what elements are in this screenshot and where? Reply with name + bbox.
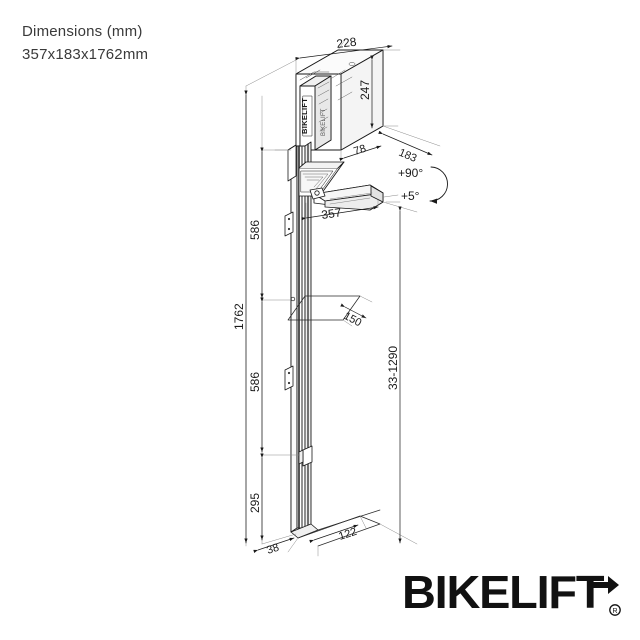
label-150: 150 [342,310,364,329]
dimension-228 [295,44,393,61]
label-33-1290: 33-1290 [386,346,400,390]
rail-bracket-upper [284,211,294,237]
label-247: 247 [358,80,372,100]
label-angle-max: +90° [398,166,423,180]
rail-lock-lower [298,445,313,467]
angle-leader [383,194,399,198]
label-1762: 1762 [232,303,246,330]
dimension-78 [339,145,382,162]
arm-pivot-joint [309,187,326,200]
logo-wordmark: BIKELIFT [402,566,604,617]
bikelift-logo: BIKELIFT R [402,566,628,622]
page-subtitle: 357x183x1762mm [22,46,149,63]
label-38: 38 [265,542,280,557]
label-122: 122 [337,526,358,543]
label-586-lower: 586 [248,372,262,392]
dimension-357 [301,199,379,221]
label-angle-min: +5° [401,189,420,203]
rail-node-upper [290,296,296,302]
label-78: 78 [352,143,367,158]
registered-mark-letter: R [612,608,617,615]
rail-carriage [287,144,297,182]
page-title: Dimensions (mm) [22,23,143,40]
label-357: 357 [320,205,342,222]
lifter-head [299,75,332,151]
registered-mark-circle [609,604,621,616]
rail-bracket-middle [284,365,294,391]
support-arm [313,184,384,211]
label-228: 228 [336,35,358,51]
housing-brand-label: BIKELIFT [300,98,309,134]
label-586-upper: 586 [248,220,262,240]
arrow-icon [588,576,619,594]
header-block: Dimensions (mm) 357x183x1762mm [22,20,322,66]
vertical-rail [290,141,312,533]
dimension-38 [253,537,295,554]
housing-detail-lines [317,69,353,132]
dimension-150 [340,303,367,319]
label-183: 183 [397,147,419,165]
housing-top-detail [299,62,356,81]
angle-arc-arrow [429,166,448,204]
dimension-122 [309,524,359,544]
housing-side-label: BIKELIFT [321,108,327,136]
label-295: 295 [248,493,262,513]
dimension-183 [378,130,433,156]
